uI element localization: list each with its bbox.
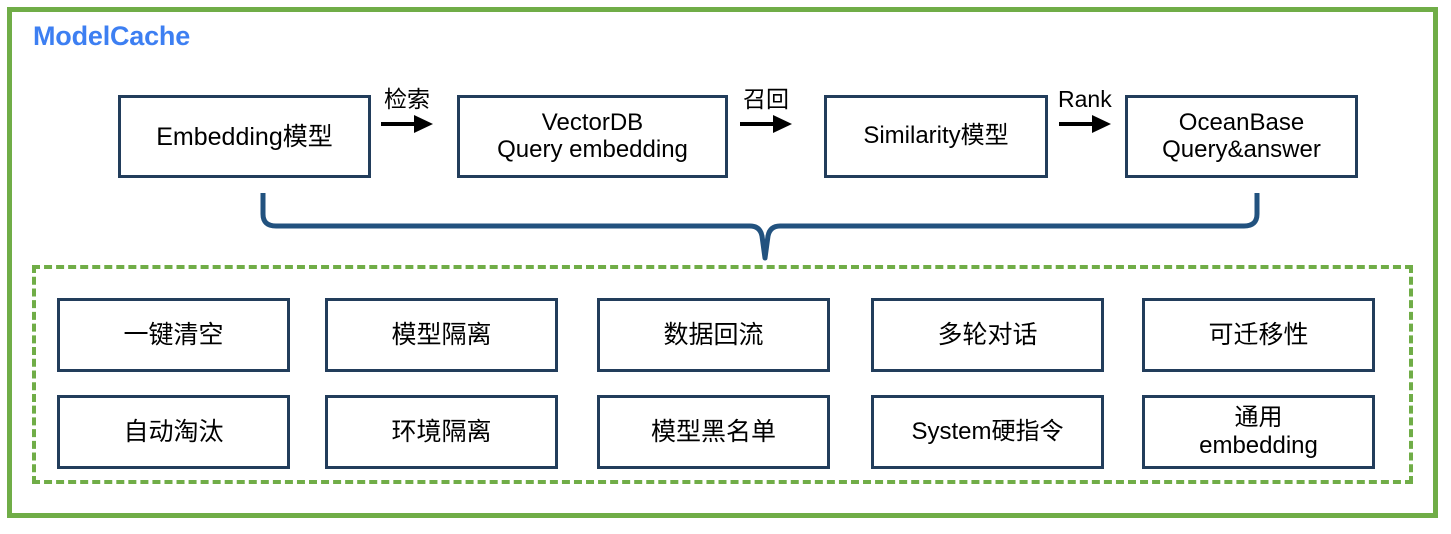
pipeline-arrow-retrieve-label: 检索 — [384, 86, 430, 112]
feature-box-row1-4-label: 多轮对话 — [937, 320, 1038, 349]
pipeline-box-oceanbase[interactable]: OceanBase Query&answer — [1125, 95, 1358, 178]
pipeline-box-similarity-line-1: Similarity模型 — [863, 122, 1009, 150]
feature-box-row1-5-label: 可迁移性 — [1208, 320, 1309, 349]
pipeline-arrow-rank-label: Rank — [1058, 86, 1112, 112]
feature-box-row1-5[interactable]: 可迁移性 — [1142, 298, 1375, 372]
feature-box-row2-3-label: 模型黑名单 — [650, 417, 776, 446]
feature-box-row1-1[interactable]: 一键清空 — [57, 298, 290, 372]
feature-box-row1-2-label: 模型隔离 — [391, 320, 492, 349]
feature-box-row2-5[interactable]: 通用 embedding — [1142, 395, 1375, 469]
pipeline-arrow-recall-label: 召回 — [743, 86, 789, 112]
pipeline-box-embedding-line-1: Embedding模型 — [156, 122, 333, 151]
pipeline-box-vectordb[interactable]: VectorDB Query embedding — [457, 95, 728, 178]
feature-box-row1-4[interactable]: 多轮对话 — [871, 298, 1104, 372]
pipeline-box-oceanbase-line-1: OceanBase — [1178, 108, 1305, 136]
pipeline-arrow-recall: 召回 — [740, 88, 792, 133]
pipeline-arrow-retrieve: 检索 — [381, 88, 433, 133]
arrow-right-icon — [740, 115, 792, 133]
feature-box-row1-2[interactable]: 模型隔离 — [325, 298, 558, 372]
feature-box-row1-1-label: 一键清空 — [123, 320, 224, 349]
feature-box-row2-4[interactable]: System硬指令 — [871, 395, 1104, 469]
feature-box-row2-2-label: 环境隔离 — [391, 417, 492, 446]
feature-box-row1-3-label: 数据回流 — [663, 320, 764, 349]
pipeline-box-oceanbase-line-2: Query&answer — [1162, 135, 1321, 163]
pipeline-arrow-rank: Rank — [1058, 88, 1112, 133]
pipeline-box-vectordb-line-2: Query embedding — [497, 135, 688, 163]
feature-box-row2-5-label-line-1: 通用 — [1234, 404, 1283, 432]
feature-box-row2-3[interactable]: 模型黑名单 — [597, 395, 830, 469]
arrow-right-icon — [1058, 115, 1111, 133]
page-title: ModelCache — [33, 21, 191, 51]
feature-box-row2-4-label: System硬指令 — [911, 418, 1064, 446]
pipeline-box-embedding[interactable]: Embedding模型 — [118, 95, 371, 178]
feature-box-row1-3[interactable]: 数据回流 — [597, 298, 830, 372]
pipeline-box-similarity[interactable]: Similarity模型 — [824, 95, 1048, 178]
feature-box-row2-2[interactable]: 环境隔离 — [325, 395, 558, 469]
arrow-right-icon — [381, 115, 433, 133]
pipeline-box-vectordb-line-1: VectorDB — [541, 108, 644, 136]
feature-box-row2-1[interactable]: 自动淘汰 — [57, 395, 290, 469]
feature-box-row2-1-label: 自动淘汰 — [123, 417, 224, 446]
feature-box-row2-5-label-line-2: embedding — [1199, 432, 1318, 459]
